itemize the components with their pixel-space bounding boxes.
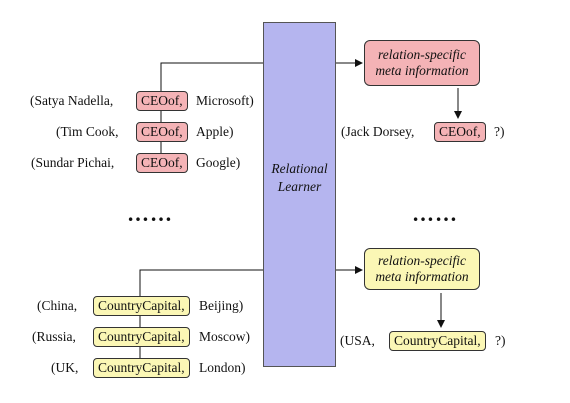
- capital-triple-1-head: (China,: [37, 298, 78, 313]
- ceo-query-relation: CEOof,: [434, 122, 486, 142]
- capital-triple-2-head: (Russia,: [32, 329, 76, 344]
- ceo-triple-3-tail: Google): [196, 155, 241, 170]
- learner-label-line1: Relational: [271, 161, 328, 176]
- left-ellipsis: ……: [127, 201, 173, 226]
- capital-meta-line2: meta information: [375, 269, 469, 284]
- ceo-triple-1-relation: CEOof,: [136, 91, 188, 111]
- capital-triple-2-tail: Moscow): [199, 329, 250, 344]
- capital-triple-2-relation: CountryCapital,: [93, 327, 190, 347]
- capital-triple-3-head: (UK,: [51, 360, 79, 375]
- ceo-triple-2-head: (Tim Cook,: [56, 124, 119, 139]
- ceo-triple-1-head: (Satya Nadella,: [30, 93, 114, 108]
- ceo-query-tail: ?): [494, 124, 505, 139]
- ceo-input-line: [160, 62, 263, 91]
- ceo-triple-3-relation: CEOof,: [136, 153, 188, 173]
- ceo-meta-line2: meta information: [375, 63, 469, 78]
- ceo-triple-1-tail: Microsoft): [196, 93, 254, 108]
- ceo-triple-3-head: (Sundar Pichai,: [31, 155, 115, 170]
- capital-meta-info-box: relation-specific meta information: [364, 248, 480, 290]
- capital-triple-1-tail: Beijing): [199, 298, 244, 313]
- ceo-triple-2-relation: CEOof,: [136, 122, 188, 142]
- capital-query-relation: CountryCapital,: [389, 331, 486, 351]
- capital-query-tail: ?): [495, 333, 506, 348]
- ceo-query-head: (Jack Dorsey,: [341, 124, 415, 139]
- capital-triple-3-tail: London): [199, 360, 246, 375]
- ceo-triple-2-tail: Apple): [196, 124, 234, 139]
- ceo-meta-line1: relation-specific: [378, 47, 466, 62]
- relational-learner-box: [263, 22, 336, 367]
- ceo-meta-info-box: relation-specific meta information: [364, 40, 480, 86]
- right-ellipsis: ……: [412, 201, 458, 226]
- learner-label-line2: Learner: [277, 179, 322, 194]
- capital-triple-3-relation: CountryCapital,: [93, 358, 190, 378]
- capital-triple-1-relation: CountryCapital,: [93, 296, 190, 316]
- capital-input-line: [139, 269, 263, 296]
- capital-query-head: (USA,: [340, 333, 375, 348]
- capital-meta-line1: relation-specific: [378, 253, 466, 268]
